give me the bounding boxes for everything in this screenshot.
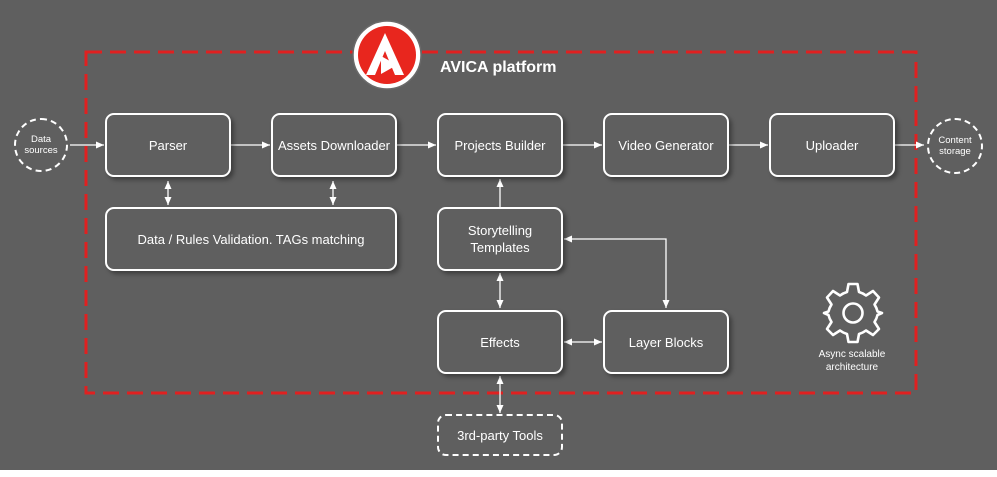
avica-logo <box>352 20 422 90</box>
content-storage-node: Content storage <box>927 118 983 174</box>
data-sources-node: Data sources <box>14 118 68 172</box>
storytelling-templates-label: Storytelling Templates <box>467 223 533 255</box>
platform-title: AVICA platform <box>440 59 557 76</box>
layer-blocks-label: Layer Blocks <box>628 334 704 350</box>
arrow-templates-layerblocks <box>564 235 670 308</box>
uploader-node: Uploader <box>769 113 895 177</box>
projects-builder-node: Projects Builder <box>437 113 563 177</box>
projects-builder-label: Projects Builder <box>454 137 546 153</box>
assets-downloader-node: Assets Downloader <box>271 113 397 177</box>
parser-node: Parser <box>105 113 231 177</box>
architecture-caption: Async scalable architecture <box>818 349 886 373</box>
assets-downloader-label: Assets Downloader <box>278 137 390 153</box>
third-party-tools-label: 3rd-party Tools <box>457 427 543 443</box>
parser-label: Parser <box>148 137 188 153</box>
validation-node: Data / Rules Validation. TAGs matching <box>105 207 397 271</box>
third-party-tools-node: 3rd-party Tools <box>437 414 563 456</box>
effects-node: Effects <box>437 310 563 374</box>
layer-blocks-node: Layer Blocks <box>603 310 729 374</box>
storytelling-templates-node: Storytelling Templates <box>437 207 563 271</box>
effects-label: Effects <box>480 334 520 350</box>
content-storage-label: Content storage <box>938 135 972 157</box>
uploader-label: Uploader <box>805 137 859 153</box>
gear-icon <box>822 282 884 344</box>
video-generator-label: Video Generator <box>618 137 714 153</box>
validation-label: Data / Rules Validation. TAGs matching <box>137 231 365 247</box>
video-generator-node: Video Generator <box>603 113 729 177</box>
data-sources-label: Data sources <box>24 134 58 156</box>
